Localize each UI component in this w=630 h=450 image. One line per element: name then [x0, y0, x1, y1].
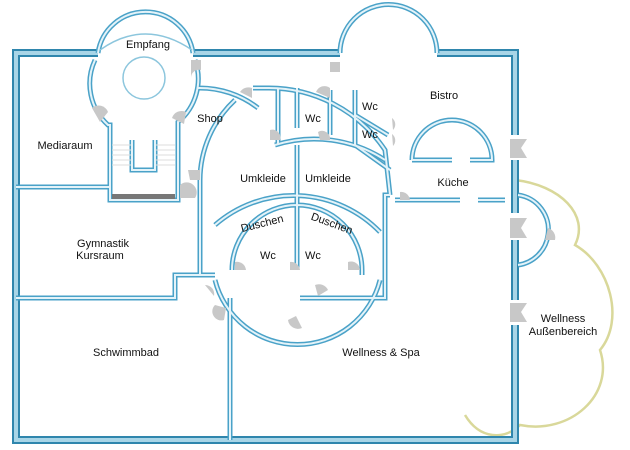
label-bistro: Bistro	[430, 90, 458, 102]
stair-bar	[112, 194, 175, 199]
label-shop: Shop	[197, 113, 223, 125]
stairs	[112, 144, 175, 166]
interior-walls	[16, 2, 551, 440]
outer-walls	[12, 49, 519, 444]
label-wc-3: Wc	[362, 129, 378, 141]
label-kueche: Küche	[437, 177, 468, 189]
label-wc-2: Wc	[362, 101, 378, 113]
label-umkleide-2: Umkleide	[305, 173, 351, 185]
label-wc-1: Wc	[305, 113, 321, 125]
label-empfang: Empfang	[126, 39, 170, 51]
label-mediaraum: Mediaraum	[37, 140, 92, 152]
label-schwimmbad: Schwimmbad	[93, 347, 159, 359]
label-umkleide-1: Umkleide	[240, 173, 286, 185]
outdoor-area-outline	[463, 178, 614, 437]
label-wellness-aussen-2: Außenbereich	[529, 326, 598, 338]
label-wellness-spa: Wellness & Spa	[342, 347, 420, 359]
label-wc-4: Wc	[260, 250, 276, 262]
reception-desk-circle	[122, 56, 166, 100]
label-kursraum: Kursraum	[76, 250, 124, 262]
label-wc-5: Wc	[305, 250, 321, 262]
label-gymnastik: Gymnastik	[77, 238, 129, 250]
reception-arc	[99, 33, 193, 51]
label-wellness-aussen-1: Wellness	[541, 313, 586, 325]
doors[interactable]	[92, 60, 556, 329]
